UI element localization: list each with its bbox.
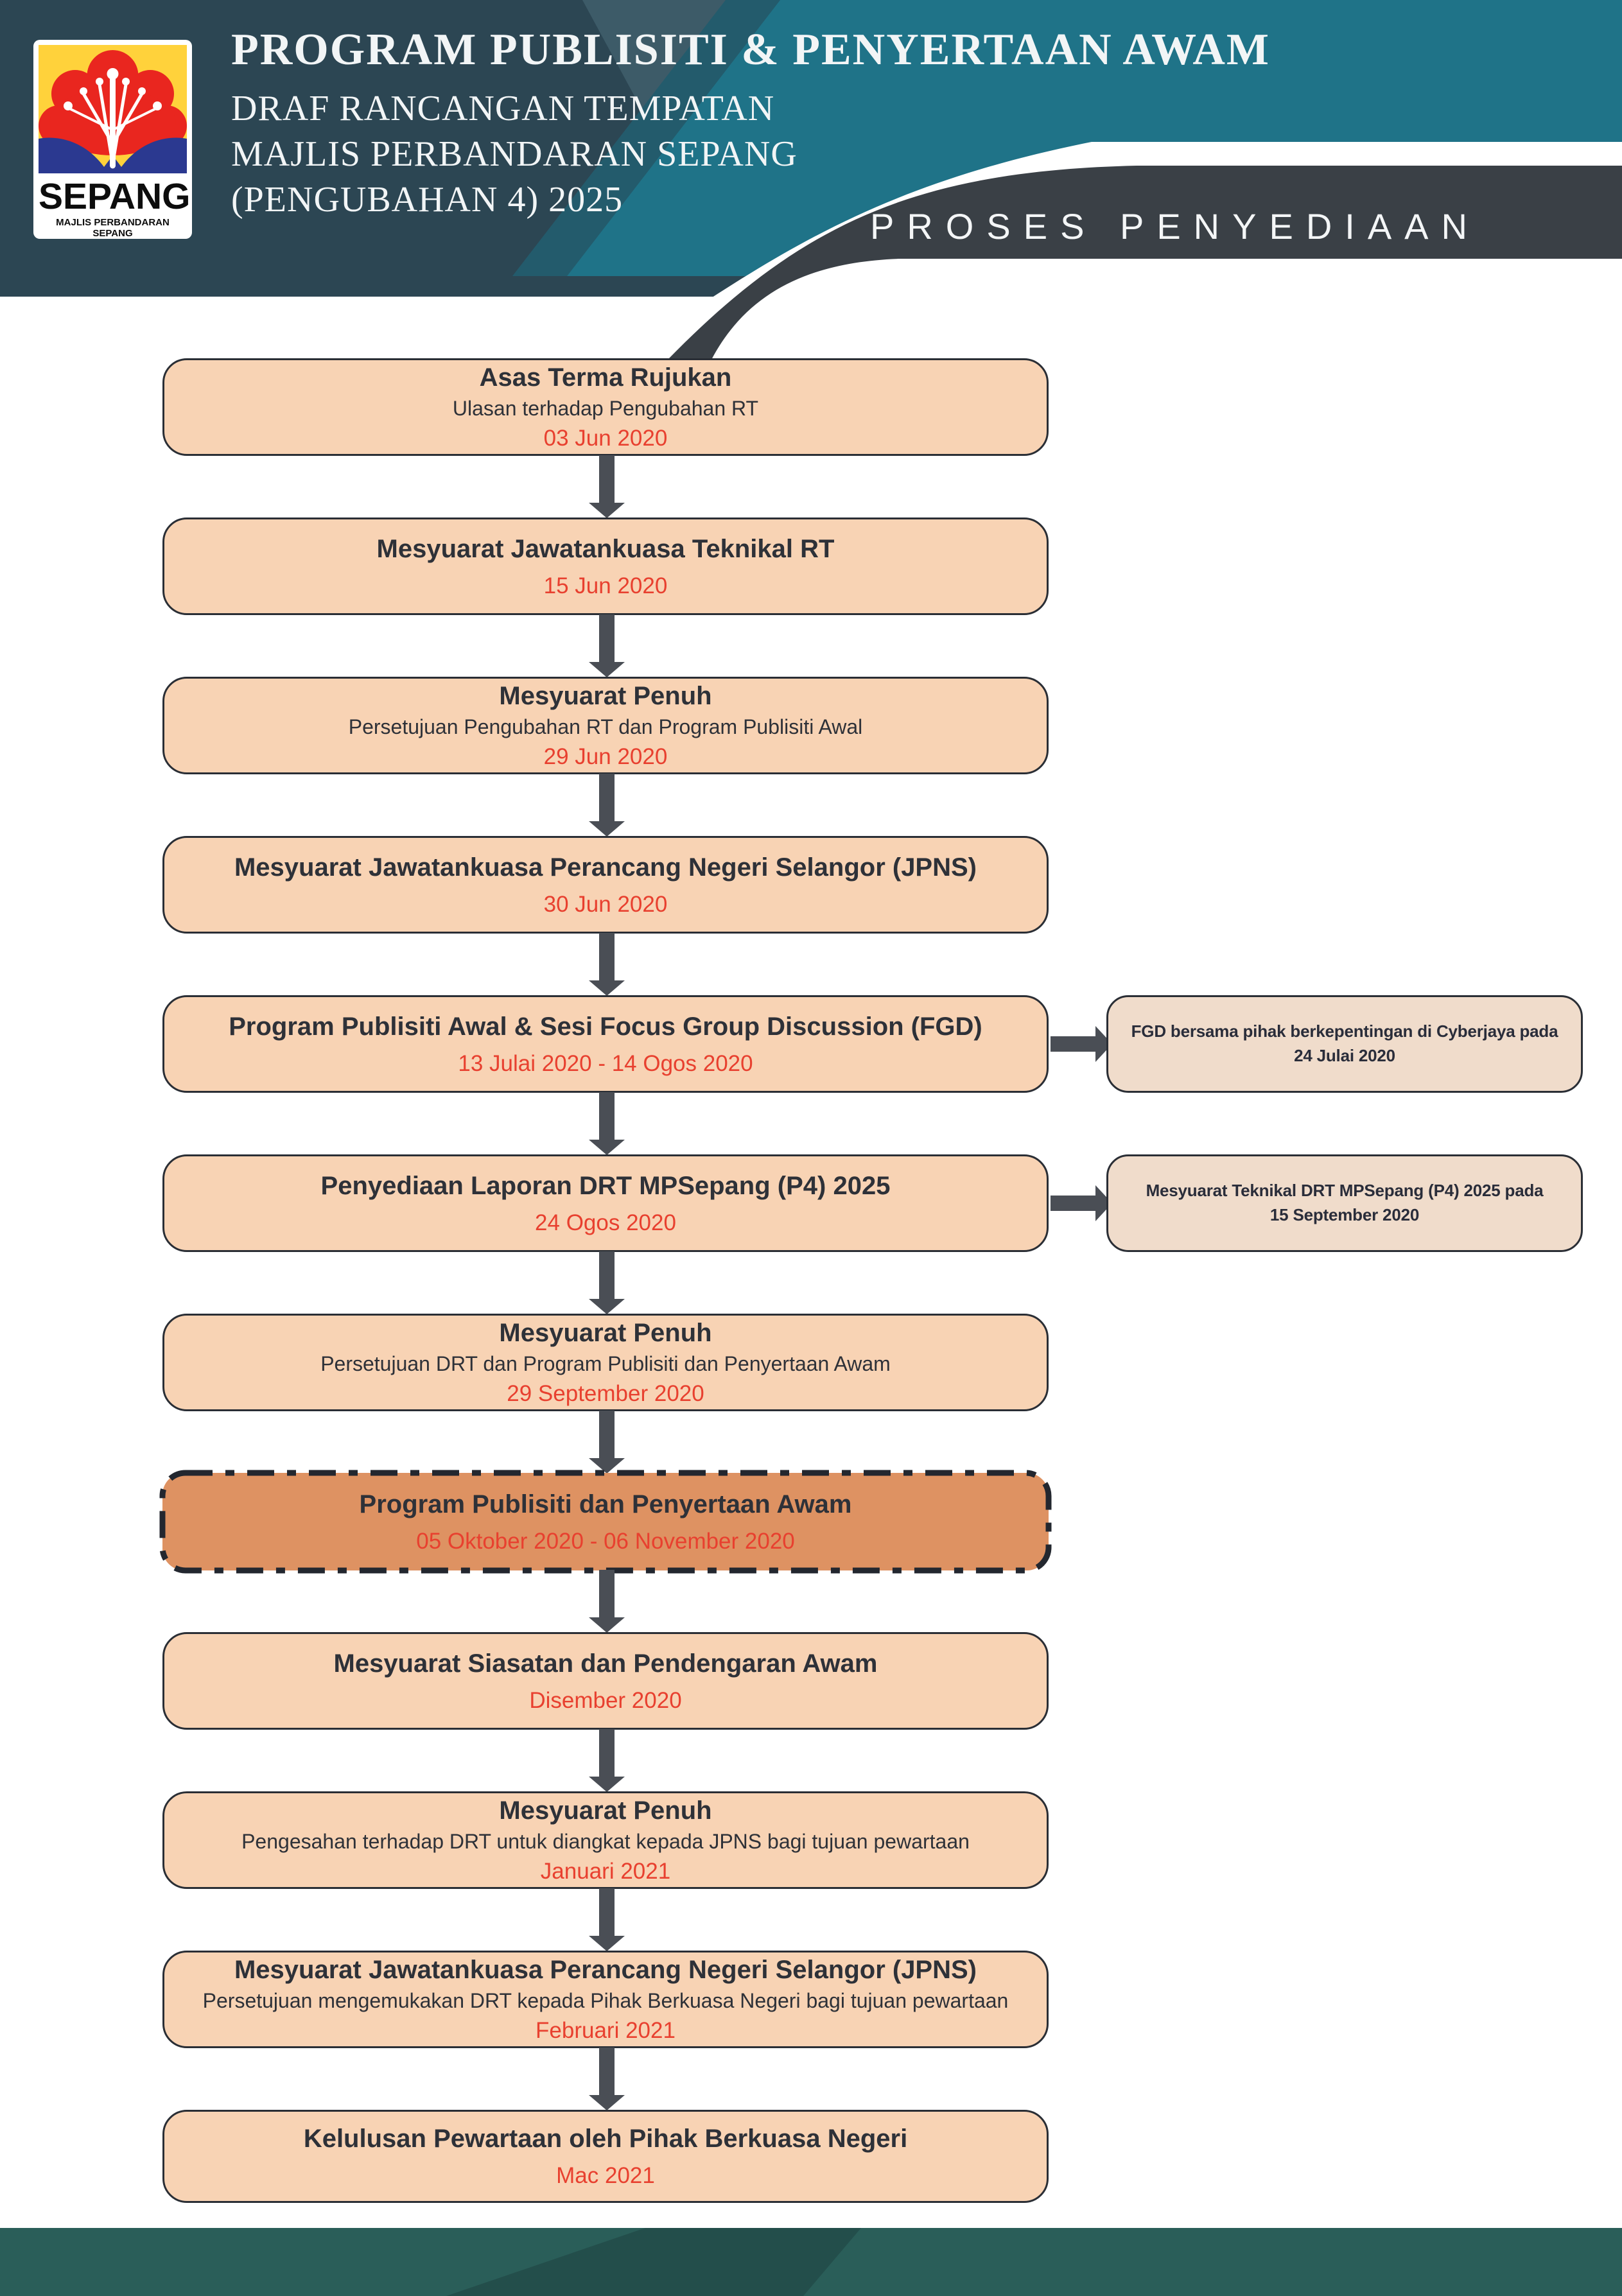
flow-box-mesyuarat-penuh-2: Mesyuarat Penuh Persetujuan DRT dan Prog… bbox=[162, 1314, 1049, 1411]
box-title: Kelulusan Pewartaan oleh Pihak Berkuasa … bbox=[303, 2125, 908, 2153]
box-date: 30 Jun 2020 bbox=[543, 891, 668, 917]
flow-box-penyediaan-laporan-drt: Penyediaan Laporan DRT MPSepang (P4) 202… bbox=[162, 1154, 1049, 1252]
box-date: 29 Jun 2020 bbox=[543, 744, 668, 770]
box-subtitle: Pengesahan terhadap DRT untuk diangkat k… bbox=[241, 1830, 970, 1854]
flow-box-kelulusan-pewartaan: Kelulusan Pewartaan oleh Pihak Berkuasa … bbox=[162, 2110, 1049, 2203]
flow-box-mesyuarat-siasatan: Mesyuarat Siasatan dan Pendengaran Awam … bbox=[162, 1632, 1049, 1730]
arrow-down-icon bbox=[589, 2048, 625, 2110]
flow-box-mesyuarat-penuh-1: Mesyuarat Penuh Persetujuan Pengubahan R… bbox=[162, 677, 1049, 774]
box-date: 03 Jun 2020 bbox=[543, 426, 668, 451]
flow-box-program-publisiti-awal-fgd: Program Publisiti Awal & Sesi Focus Grou… bbox=[162, 995, 1049, 1093]
arrow-right-icon bbox=[1051, 1026, 1112, 1062]
box-date: Februari 2021 bbox=[536, 2018, 676, 2044]
header-title-block: PROGRAM PUBLISITI & PENYERTAAN AWAM DRAF… bbox=[231, 24, 1270, 223]
box-title: Mesyuarat Penuh bbox=[499, 1796, 712, 1825]
box-title: Mesyuarat Penuh bbox=[499, 1319, 712, 1348]
page-title: PROGRAM PUBLISITI & PENYERTAAN AWAM bbox=[231, 25, 1270, 74]
flow-box-jpns-1: Mesyuarat Jawatankuasa Perancang Negeri … bbox=[162, 836, 1049, 934]
box-title: Mesyuarat Penuh bbox=[499, 682, 712, 711]
flow-box-asas-terma-rujukan: Asas Terma Rujukan Ulasan terhadap Pengu… bbox=[162, 358, 1049, 456]
box-title: Asas Terma Rujukan bbox=[479, 363, 732, 392]
box-title: Mesyuarat Siasatan dan Pendengaran Awam bbox=[333, 1649, 878, 1678]
logo-caption: MAJLIS PERBANDARAN SEPANG bbox=[56, 217, 170, 239]
header-banner: SEPANG MAJLIS PERBANDARAN SEPANG PROGRAM… bbox=[0, 0, 1622, 360]
header-background-swoosh bbox=[0, 0, 1622, 360]
box-title: Mesyuarat Jawatankuasa Perancang Negeri … bbox=[234, 1956, 977, 1985]
side-note-text: FGD bersama pihak berkepentingan di Cybe… bbox=[1131, 1022, 1558, 1041]
box-date: 13 Julai 2020 - 14 Ogos 2020 bbox=[458, 1050, 753, 1076]
box-title: Program Publisiti dan Penyertaan Awam bbox=[359, 1490, 852, 1518]
arrow-down-icon bbox=[589, 774, 625, 837]
section-ribbon-label: PROSES PENYEDIAAN bbox=[870, 206, 1480, 247]
arrow-down-icon bbox=[589, 614, 625, 677]
flow-box-program-publisiti-penyertaan-awam-highlighted: Program Publisiti dan Penyertaan Awam 05… bbox=[159, 1470, 1052, 1574]
box-date: 29 September 2020 bbox=[507, 1381, 704, 1407]
arrow-down-icon bbox=[589, 1888, 625, 1951]
arrow-down-icon bbox=[589, 1729, 625, 1792]
flow-box-mesyuarat-jawatankuasa-teknikal: Mesyuarat Jawatankuasa Teknikal RT 15 Ju… bbox=[162, 517, 1049, 615]
box-title: Mesyuarat Jawatankuasa Perancang Negeri … bbox=[234, 853, 977, 882]
box-title: Program Publisiti Awal & Sesi Focus Grou… bbox=[229, 1012, 982, 1041]
logo-name: SEPANG bbox=[39, 176, 191, 217]
box-subtitle: Persetujuan DRT dan Program Publisiti da… bbox=[320, 1352, 891, 1376]
arrow-down-icon bbox=[589, 455, 625, 518]
subtitle-line-1: DRAF RANCANGAN TEMPATAN bbox=[231, 89, 775, 128]
arrow-down-icon bbox=[589, 1251, 625, 1314]
box-date: Januari 2021 bbox=[540, 1859, 671, 1884]
dash-dot-border bbox=[159, 1470, 1052, 1574]
arrow-down-icon bbox=[589, 1570, 625, 1633]
footer-decor-shape bbox=[446, 2228, 861, 2296]
side-note-date: 24 Julai 2020 bbox=[1294, 1046, 1395, 1065]
arrow-down-icon bbox=[589, 1411, 625, 1474]
sepang-emblem-icon bbox=[39, 45, 187, 173]
box-subtitle: Ulasan terhadap Pengubahan RT bbox=[452, 397, 759, 421]
arrow-down-icon bbox=[589, 933, 625, 996]
side-note-text: Mesyuarat Teknikal DRT MPSepang (P4) 202… bbox=[1146, 1181, 1544, 1201]
side-note-fgd-cyberjaya: FGD bersama pihak berkepentingan di Cybe… bbox=[1106, 995, 1583, 1093]
box-date: 05 Oktober 2020 - 06 November 2020 bbox=[416, 1528, 795, 1554]
side-note-mesyuarat-teknikal: Mesyuarat Teknikal DRT MPSepang (P4) 202… bbox=[1106, 1154, 1583, 1252]
flow-box-jpns-2: Mesyuarat Jawatankuasa Perancang Negeri … bbox=[162, 1951, 1049, 2048]
footer-band bbox=[0, 2228, 1622, 2296]
box-title: Penyediaan Laporan DRT MPSepang (P4) 202… bbox=[320, 1171, 891, 1200]
subtitle-line-2: MAJLIS PERBANDARAN SEPANG bbox=[231, 134, 798, 175]
box-date: 15 Jun 2020 bbox=[543, 573, 668, 598]
box-date: Mac 2021 bbox=[556, 2163, 655, 2189]
arrow-right-icon bbox=[1051, 1185, 1112, 1221]
arrow-down-icon bbox=[589, 1092, 625, 1155]
box-title: Mesyuarat Jawatankuasa Teknikal RT bbox=[376, 534, 835, 563]
box-subtitle: Persetujuan mengemukakan DRT kepada Piha… bbox=[202, 1989, 1009, 2013]
box-date: 24 Ogos 2020 bbox=[535, 1210, 676, 1235]
box-date: Disember 2020 bbox=[529, 1687, 682, 1713]
flow-box-mesyuarat-penuh-3: Mesyuarat Penuh Pengesahan terhadap DRT … bbox=[162, 1791, 1049, 1889]
box-subtitle: Persetujuan Pengubahan RT dan Program Pu… bbox=[348, 715, 863, 739]
sepang-logo: SEPANG MAJLIS PERBANDARAN SEPANG bbox=[33, 40, 192, 239]
subtitle-line-3: (PENGUBAHAN 4) 2025 bbox=[231, 180, 624, 220]
side-note-date: 15 September 2020 bbox=[1269, 1205, 1420, 1224]
